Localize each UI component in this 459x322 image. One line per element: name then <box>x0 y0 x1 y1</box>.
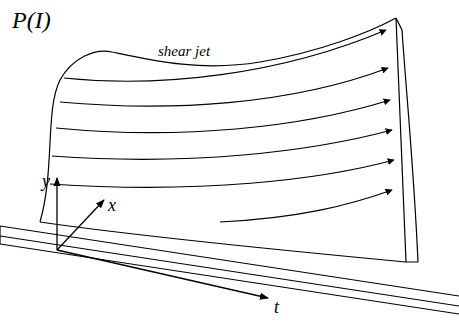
t-axis <box>57 250 268 298</box>
surface <box>40 18 418 262</box>
plane-edge <box>0 244 459 314</box>
axis-label: x <box>108 196 116 214</box>
surface-right-edge <box>402 30 418 262</box>
streamline <box>50 160 394 187</box>
surface-label: P(I) <box>12 8 51 32</box>
surface-top-edge <box>40 18 396 222</box>
x-axis <box>57 200 104 250</box>
streamline <box>64 30 386 81</box>
streamlines <box>50 30 394 222</box>
streamline <box>52 130 392 159</box>
plane-edge <box>0 226 1 244</box>
surface-bottom-edge <box>40 222 418 262</box>
streamline <box>60 68 388 106</box>
caption-label: shear jet <box>158 44 210 59</box>
plane-edge <box>0 236 459 306</box>
y-axis <box>56 178 57 250</box>
streamline <box>56 100 390 133</box>
surface-right-edge <box>396 18 406 262</box>
base-plane <box>0 226 459 314</box>
surface-right-edge <box>396 18 402 30</box>
axis-label: y <box>42 172 50 190</box>
axes <box>57 178 268 298</box>
axis-label: t <box>274 298 279 316</box>
streamline <box>220 190 392 222</box>
